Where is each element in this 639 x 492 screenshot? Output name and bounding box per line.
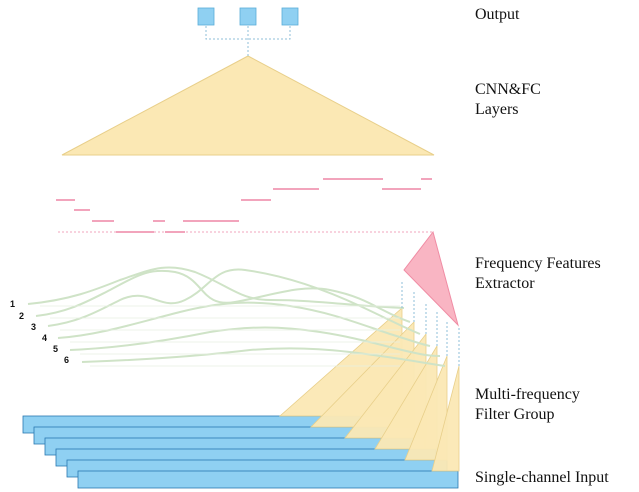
frequency-extractor-triangle	[403, 230, 459, 327]
filter-label-line2: Filter Group	[475, 406, 555, 423]
output-connectors	[205, 26, 291, 56]
output-box-1	[197, 7, 215, 26]
output-box-2	[239, 7, 257, 26]
wave-1	[27, 266, 405, 309]
input-label: Single-channel Input	[475, 469, 609, 486]
cnn-label-line1: CNN&FC	[475, 81, 541, 98]
extractor-label-line2: Extractor	[475, 275, 535, 292]
cnn-label-line2: Layers	[475, 101, 519, 118]
wave-number-5: 5	[53, 344, 58, 354]
filter-extractor-connectors	[401, 282, 460, 366]
feature-segments	[56, 178, 432, 233]
wave-6	[81, 347, 446, 367]
output-box-3	[281, 7, 299, 26]
wave-number-6: 6	[64, 355, 69, 365]
wave-3	[47, 268, 421, 335]
filter-label-line1: Multi-frequency	[475, 386, 580, 403]
wave-number-4: 4	[42, 333, 47, 343]
filter-triangle-5	[404, 355, 448, 461]
extractor-label-line1: Frequency Features	[475, 255, 601, 272]
wave-5	[69, 326, 441, 357]
wave-4	[57, 301, 431, 347]
cnn-fc-triangle	[61, 55, 435, 156]
wave-number-3: 3	[31, 322, 36, 332]
input-bar-6	[77, 470, 459, 489]
frequency-waves	[27, 266, 446, 367]
wave-2	[35, 269, 411, 323]
output-label: Output	[475, 6, 520, 23]
filter-triangle-6	[431, 365, 460, 472]
wave-number-1: 1	[10, 299, 15, 309]
wave-number-2: 2	[19, 311, 24, 321]
